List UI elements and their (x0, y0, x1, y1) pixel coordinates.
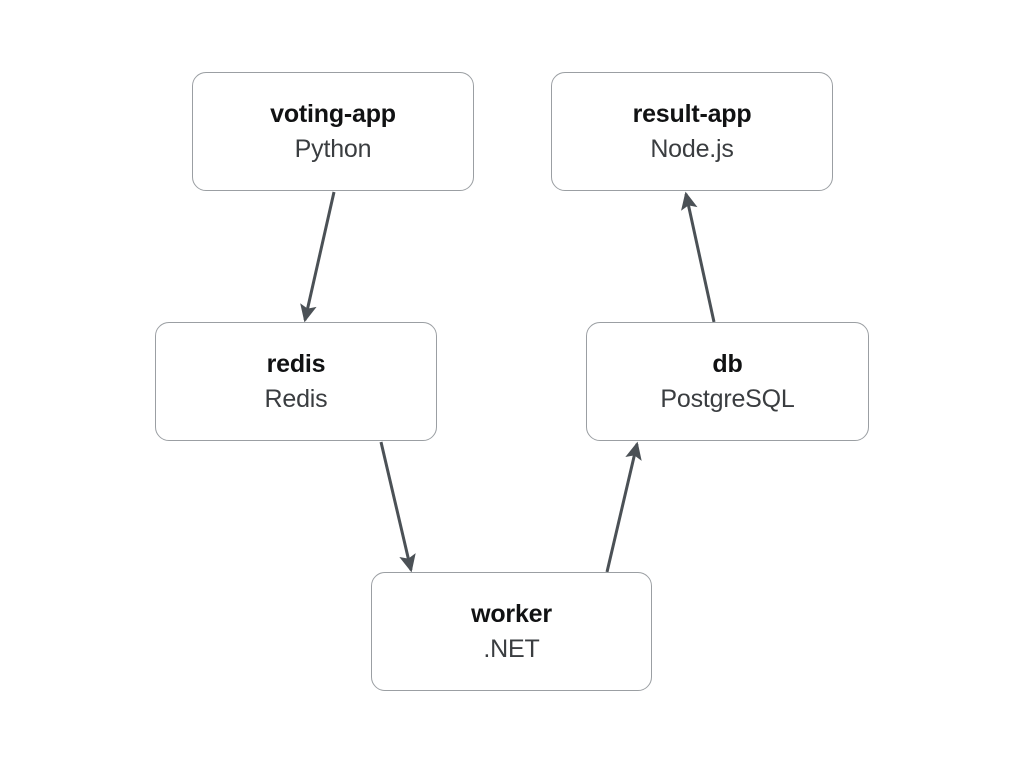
node-subtitle: .NET (483, 634, 540, 663)
node-worker[interactable]: worker .NET (371, 572, 652, 691)
node-subtitle: Redis (264, 384, 328, 413)
node-title: redis (266, 349, 326, 378)
node-title: result-app (632, 99, 752, 128)
node-subtitle: Node.js (650, 134, 734, 163)
node-redis[interactable]: redis Redis (155, 322, 437, 441)
node-title: voting-app (270, 99, 396, 128)
node-subtitle: PostgreSQL (660, 384, 795, 413)
edge-db-to-result-app (681, 191, 716, 323)
node-result-app[interactable]: result-app Node.js (551, 72, 833, 191)
node-title: worker (471, 599, 552, 628)
node-voting-app[interactable]: voting-app Python (192, 72, 474, 191)
edge-redis-to-worker (379, 441, 416, 573)
edge-voting-app-to-redis (300, 191, 336, 323)
node-db[interactable]: db PostgreSQL (586, 322, 869, 441)
node-title: db (712, 349, 743, 378)
node-subtitle: Python (294, 134, 372, 163)
edge-worker-to-db (605, 441, 642, 573)
